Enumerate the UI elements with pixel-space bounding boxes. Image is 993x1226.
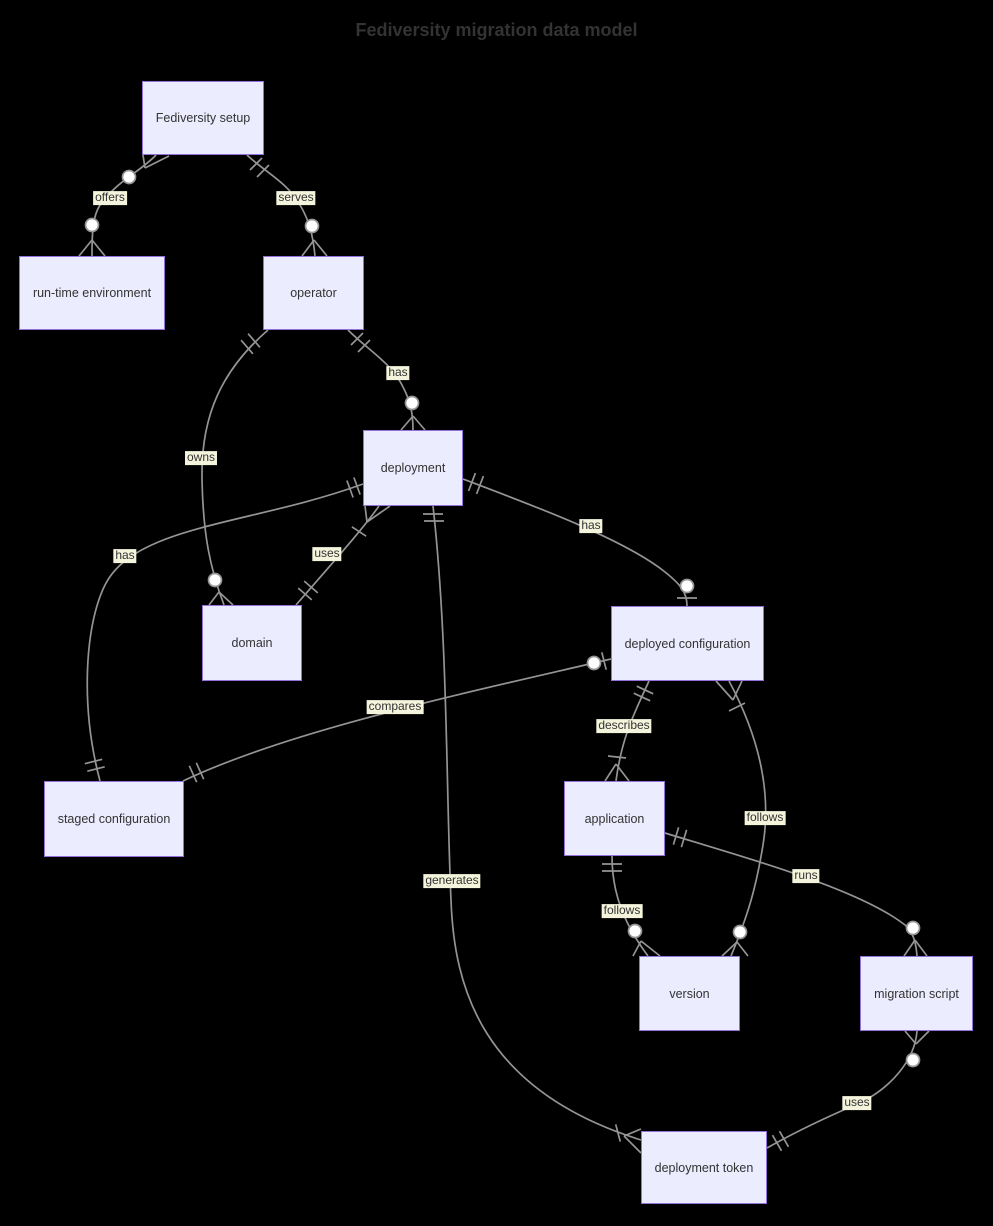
entity-domain: domain (202, 605, 302, 681)
entity-version: version (639, 956, 740, 1031)
edge-label-has-3: has (113, 548, 137, 563)
entity-label: deployment token (654, 1160, 754, 1175)
edge-label-follows-2: follows (601, 903, 643, 918)
entity-application: application (564, 781, 665, 856)
edge-has-deployment-staged-configuration (84, 477, 364, 782)
entity-label: deployed configuration (624, 636, 751, 651)
entity-label: Fediversity setup (155, 111, 251, 125)
edge-owns (201, 329, 269, 606)
entity-label: domain (231, 636, 273, 650)
entity-deployed-configuration: deployed configuration (611, 606, 764, 681)
edge-label-generates: generates (423, 873, 481, 888)
entity-label: run-time environment (32, 286, 152, 300)
entity-staged-configuration: staged configuration (44, 781, 184, 857)
diagram-title: Fediversity migration data model (355, 20, 638, 40)
edge-label-compares: compares (366, 699, 424, 714)
edge-label-has-1: has (386, 365, 410, 380)
entity-label: operator (290, 286, 337, 300)
edge-label-runs: runs (792, 868, 820, 883)
entity-deployment-token: deployment token (641, 1131, 767, 1204)
edge-label-has-2: has (579, 518, 603, 533)
edge-generates (423, 505, 642, 1154)
entity-migration-script: migration script (860, 956, 973, 1031)
entity-operator: operator (263, 256, 364, 330)
edge-label-owns: owns (184, 450, 218, 465)
edge-label-describes: describes (596, 718, 652, 733)
edge-follows-deployed-configuration-version (715, 680, 767, 957)
edge-runs (664, 827, 928, 957)
edge-label-follows-1: follows (744, 810, 786, 825)
edge-label-serves: serves (276, 190, 316, 205)
edge-uses-deployment-domain (295, 505, 391, 606)
edge-uses-migration-script-deployment-token (766, 1030, 930, 1152)
edge-label-uses-1: uses (312, 546, 342, 561)
entity-label: application (584, 811, 645, 826)
edge-has-operator-deployment (347, 329, 426, 431)
entity-label: migration script (874, 986, 959, 1001)
edge-serves (246, 154, 328, 257)
edge-label-offers: offers (93, 190, 127, 205)
entity-deployment: deployment (363, 430, 463, 506)
edge-offers (78, 154, 170, 257)
edge-label-uses-2: uses (842, 1095, 872, 1110)
entity-label: staged configuration (57, 812, 171, 826)
entity-label: deployment (380, 461, 446, 475)
entity-label: version (669, 986, 710, 1001)
edge-has-deployment-deployed-configuration (462, 472, 697, 607)
entity-fediversity-setup: Fediversity setup (142, 81, 264, 155)
entity-run-time-environment: run-time environment (19, 256, 165, 330)
